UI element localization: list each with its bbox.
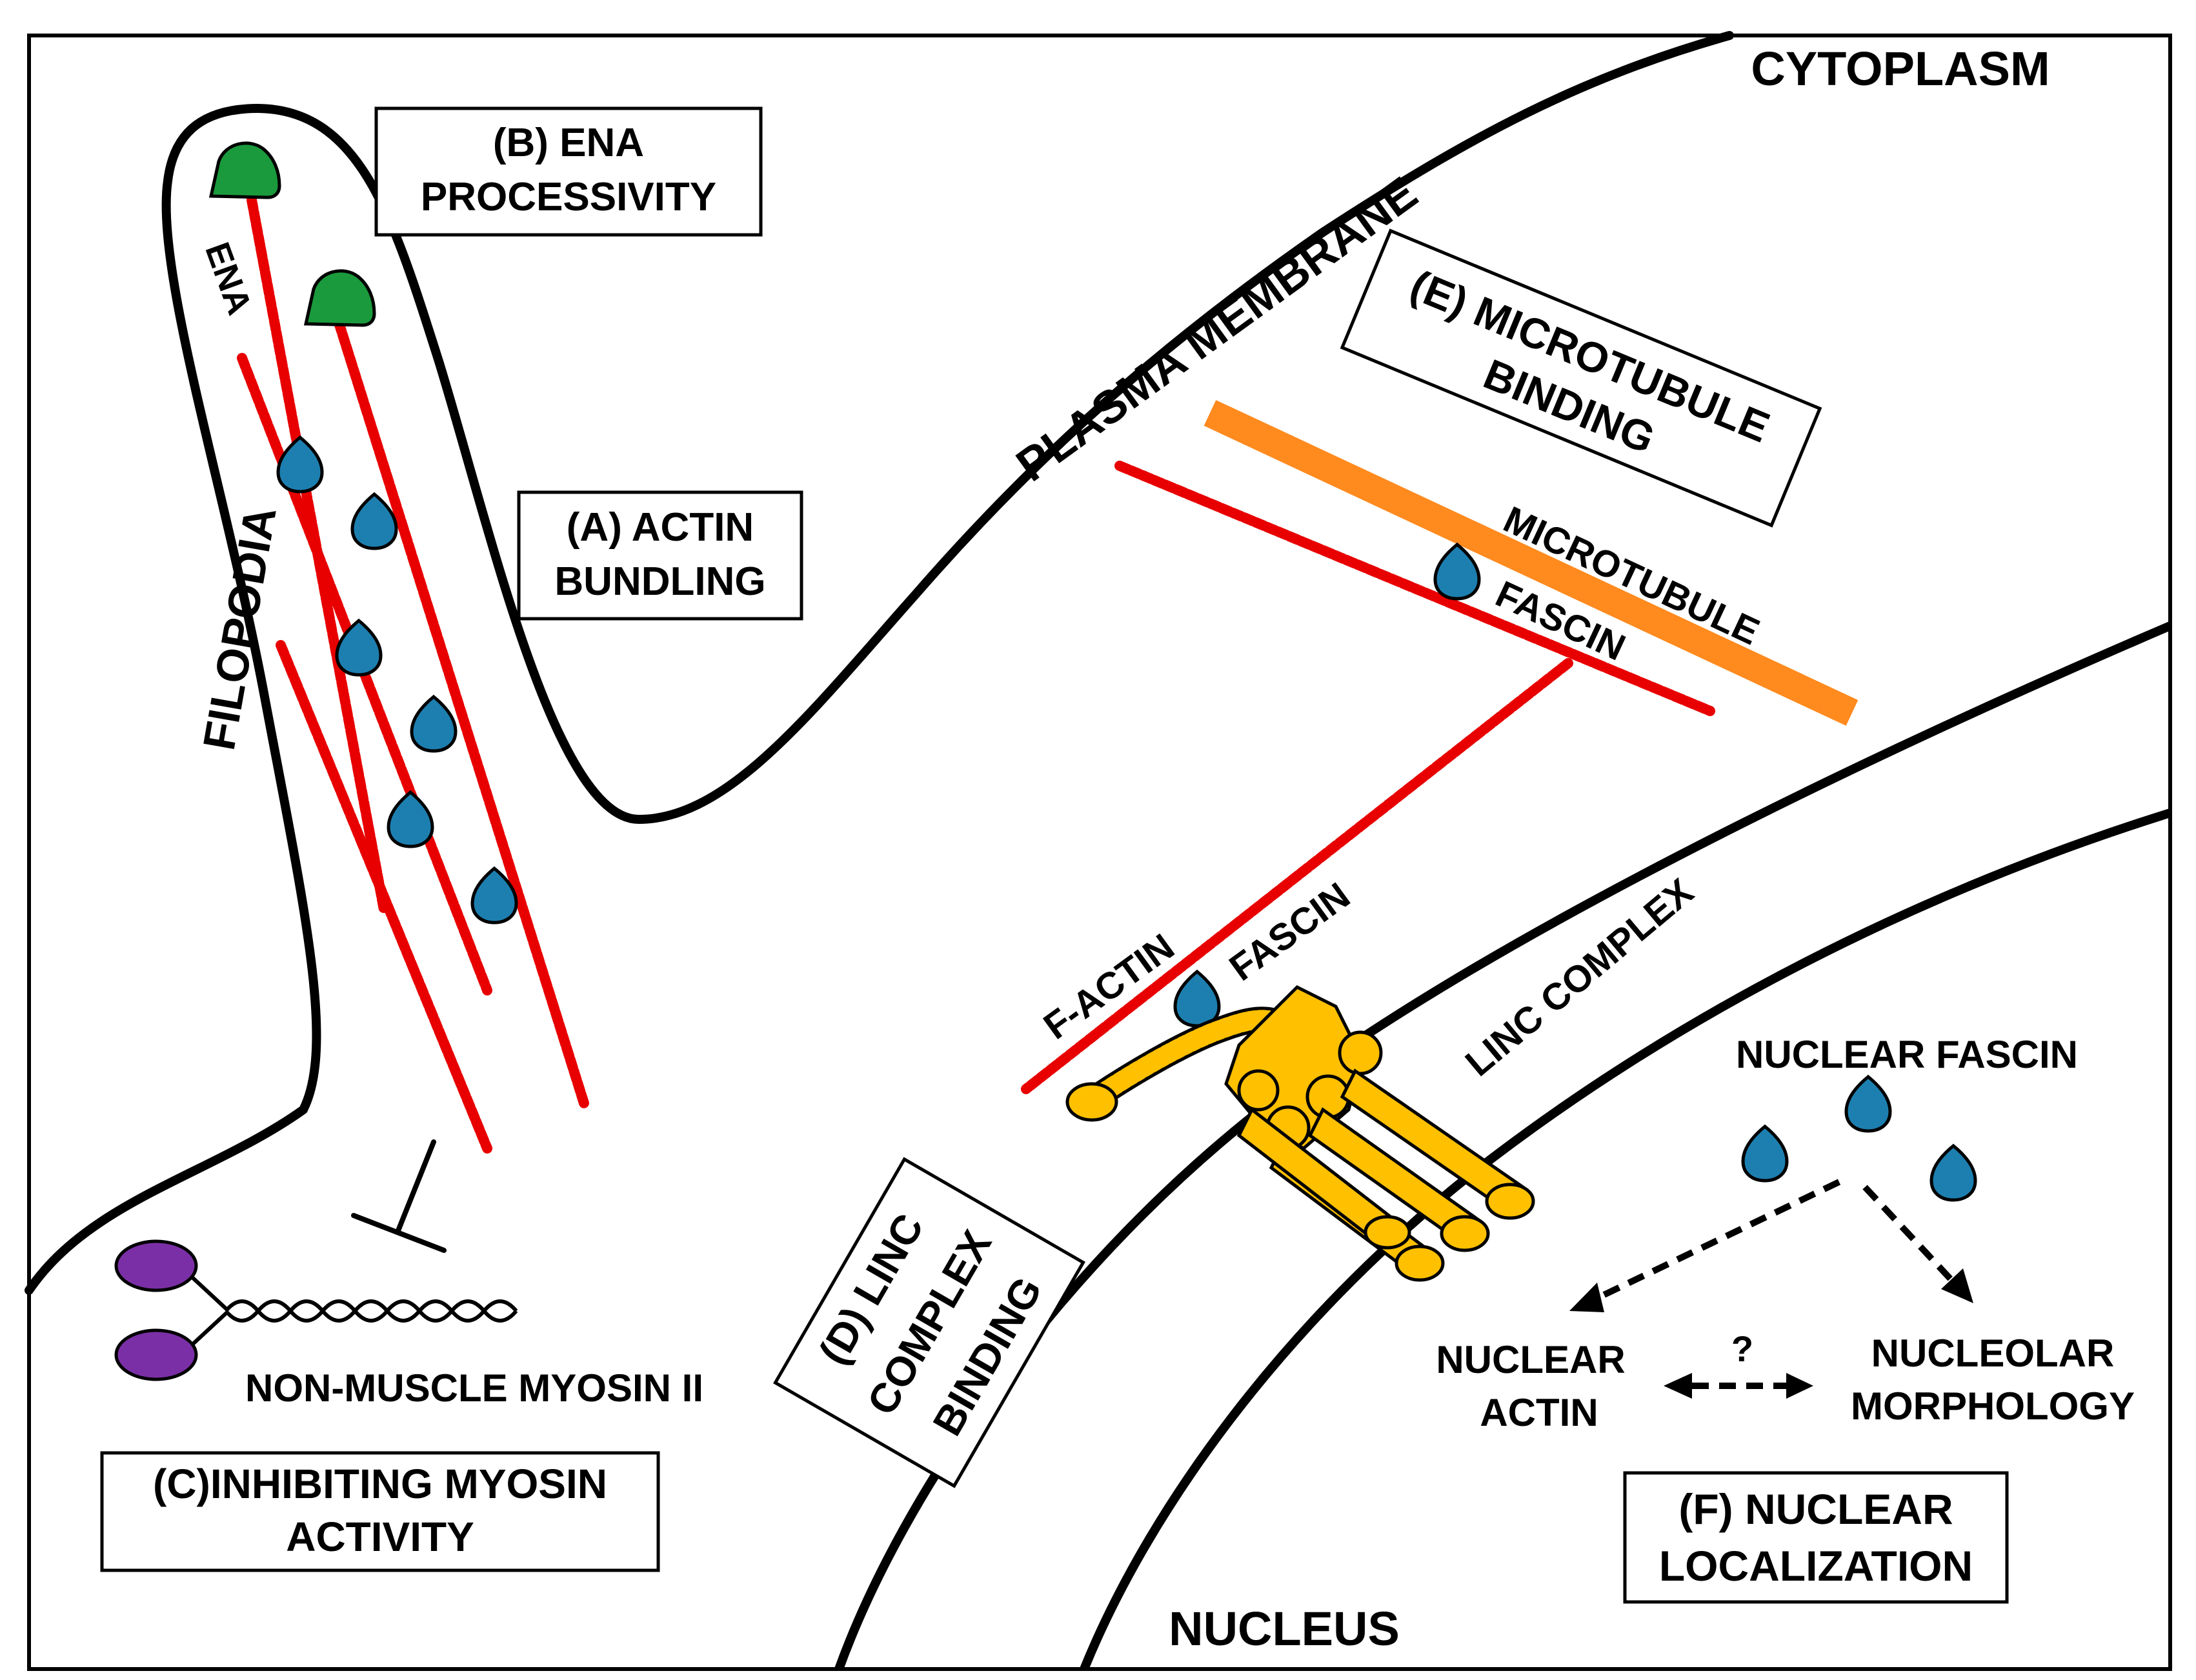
box-c (100, 1451, 660, 1572)
fascin-protein (388, 792, 432, 846)
label-nucleolar-line1: NUCLEOLAR (1871, 1332, 2115, 1375)
linc-foot (1395, 1245, 1445, 1282)
label-nuclear-actin-line1: NUCLEAR (1436, 1338, 1625, 1381)
linc-complex (1065, 985, 1535, 1282)
plasma-membrane (25, 31, 1734, 1295)
nuclear-envelope-inner (1080, 808, 2172, 1671)
label-fascin-linc: FASCIN (1222, 874, 1357, 989)
box-a-title: (A) ACTIN (567, 505, 754, 550)
nuclear-arrows (1595, 1179, 1955, 1389)
ena-protein (306, 271, 374, 325)
box-f (1623, 1471, 2009, 1604)
fascin-protein (1931, 1146, 1975, 1200)
label-nuclear-actin-line2: ACTIN (1480, 1391, 1598, 1434)
microtubule (1204, 400, 1859, 726)
box-c-title: (C)INHIBITING MYOSIN (153, 1461, 607, 1507)
linc-foot (1440, 1215, 1490, 1252)
linc-globule (1338, 1030, 1383, 1075)
label-ena: ENA (197, 237, 259, 320)
box-b-title: (B) ENA (493, 121, 644, 165)
box-d (773, 1157, 1085, 1488)
actin-filament (334, 317, 589, 1108)
box-a (517, 490, 803, 621)
box-c-subtitle: ACTIVITY (286, 1514, 474, 1560)
actin-filament (1021, 658, 1573, 1094)
fascin-protein (278, 437, 322, 492)
linc-foot (1485, 1183, 1535, 1220)
myosin-head (114, 1328, 198, 1381)
box-b-subtitle: PROCESSIVITY (421, 175, 716, 219)
box-b (374, 106, 763, 237)
label-cytoplasm: CYTOPLASM (1751, 42, 2050, 95)
linc-globule (1237, 1069, 1280, 1112)
label-nucleolar-line2: MORPHOLOGY (1851, 1385, 2135, 1428)
fascin-protein (1435, 545, 1479, 599)
diagram-frame (27, 34, 2172, 1671)
linc-kash-head (1065, 1082, 1118, 1122)
box-f-subtitle: LOCALIZATION (1659, 1542, 1973, 1590)
myosin-ii (114, 1239, 518, 1381)
box-e (1340, 228, 1822, 528)
linc-coil (1087, 1010, 1294, 1106)
box-a-subtitle: BUNDLING (554, 559, 765, 604)
label-question: ? (1731, 1328, 1753, 1369)
label-myosin: NON-MUSCLE MYOSIN II (245, 1366, 703, 1410)
myosin-head (114, 1239, 198, 1292)
box-f-title: (F) NUCLEAR (1678, 1485, 1953, 1533)
inhibition-arrow (351, 1139, 447, 1253)
label-nucleus: NUCLEUS (1169, 1602, 1400, 1655)
linc-foot (1364, 1215, 1411, 1250)
actin-filament (1114, 461, 1715, 716)
fascin-protein (1175, 972, 1219, 1026)
label-nuclear-fascin: NUCLEAR FASCIN (1736, 1033, 2078, 1076)
ena-protein (211, 143, 279, 197)
fascin-protein (412, 697, 456, 751)
myosin-tail (224, 1299, 518, 1323)
fascin-protein (1743, 1126, 1787, 1181)
myosin-tail (224, 1299, 518, 1323)
label-linc-complex: LINC COMPLEX (1458, 870, 1702, 1085)
fascin-protein (352, 494, 396, 548)
microtubule-actin (1021, 461, 1715, 1094)
fascin-protein (1846, 1077, 1890, 1131)
arrow-heads (1569, 1268, 1973, 1399)
actin-filament (276, 640, 492, 1154)
